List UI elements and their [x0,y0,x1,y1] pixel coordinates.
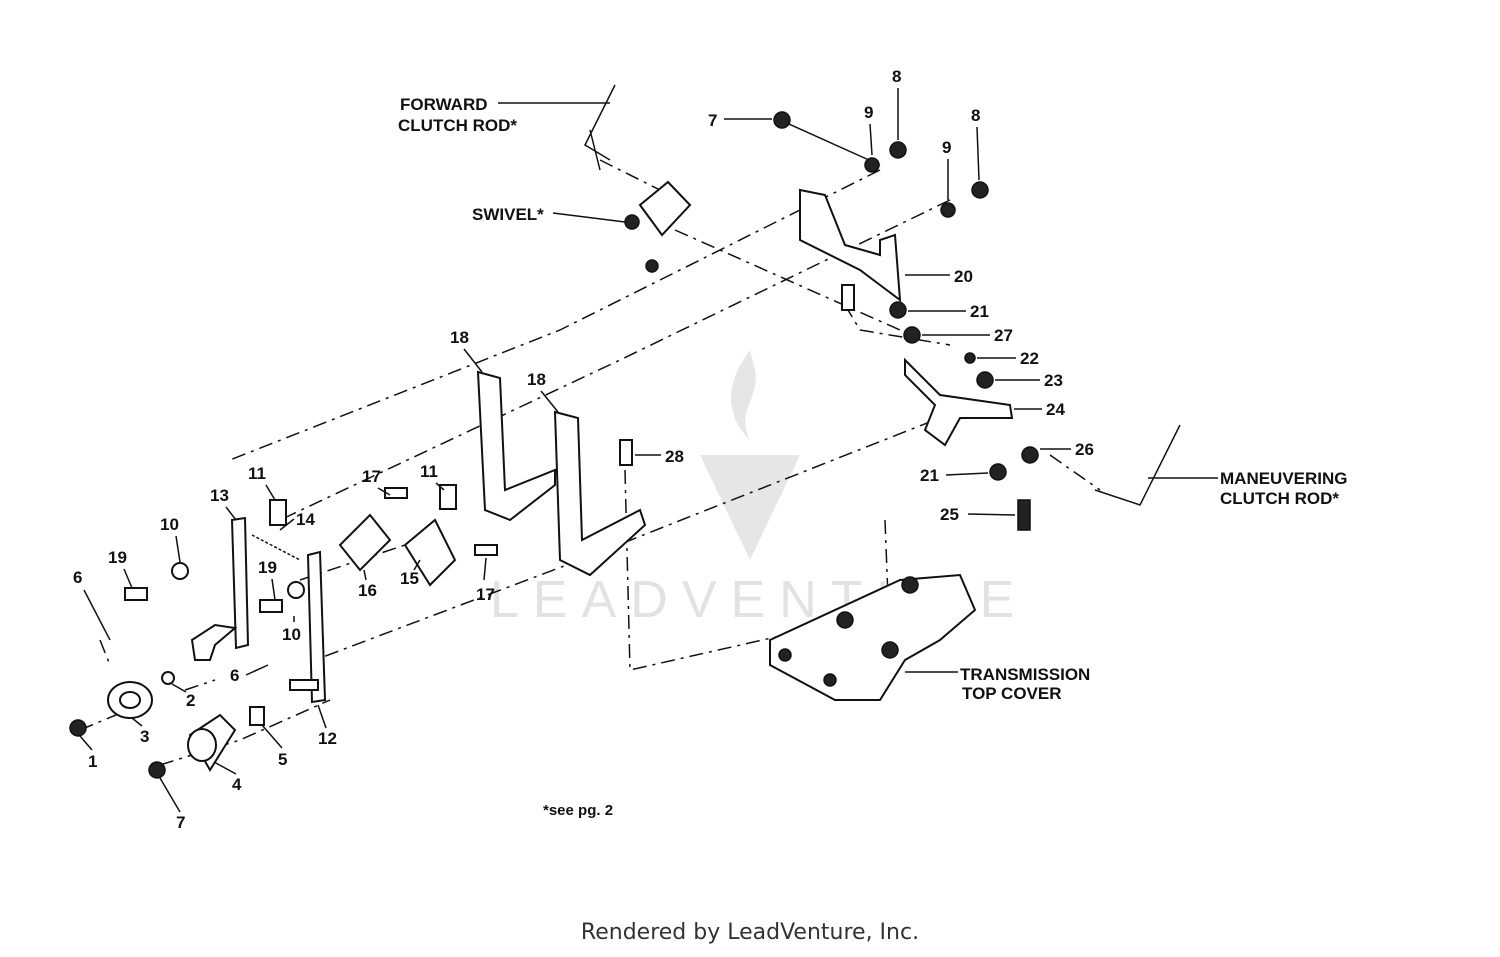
label-maneuvering-clutch-rod-1: MANEUVERING [1220,469,1348,488]
label-maneuvering-clutch-rod-2: CLUTCH ROD* [1220,489,1339,508]
bracket-18-left [476,370,556,522]
callout-25: 25 [940,505,959,524]
callouts: 7 8 9 8 9 20 21 27 22 23 24 26 21 25 28 … [73,67,1094,832]
callout-6-left: 6 [73,568,82,587]
callout-28: 28 [665,447,684,466]
callout-15: 15 [400,569,419,588]
callout-8-a: 8 [892,67,901,86]
idler-bracket-12 [306,550,327,704]
lever-24 [904,357,1014,447]
roller-4 [187,713,237,772]
callout-18-left: 18 [450,328,469,347]
callout-4: 4 [232,775,242,794]
part-name-labels: FORWARD CLUTCH ROD* SWIVEL* MANEUVERING … [398,95,1348,819]
callout-11-left: 11 [248,464,266,483]
callout-10-mid: 10 [282,625,301,644]
idler-bracket-13 [190,516,250,661]
maneuvering-clutch-rod [1094,424,1181,506]
bracket-20 [799,188,902,303]
callout-11-right: 11 [420,462,438,481]
transmission-top-cover [769,573,977,701]
callout-19-mid: 19 [258,558,277,577]
callout-26: 26 [1075,440,1094,459]
callout-8-b: 8 [971,106,980,125]
flame-logo-icon [700,350,800,560]
swivel-part [624,180,692,273]
bolts-spacers [124,439,633,726]
callout-6-mid: 6 [230,666,239,685]
pulley-3 [107,681,153,719]
callout-19-left: 19 [108,548,127,567]
callout-21-top: 21 [970,302,989,321]
callout-14: 14 [296,510,315,529]
callout-21-bottom: 21 [920,466,939,485]
callout-18-right: 18 [527,370,546,389]
spring-14 [251,534,301,561]
see-page-note: *see pg. 2 [543,802,613,819]
nuts-washers-top [773,111,1039,531]
label-swivel: SWIVEL* [472,205,544,224]
label-transmission-top-cover-2: TOP COVER [962,684,1062,703]
callout-17-top: 17 [362,467,381,486]
bracket-18-right [553,410,647,577]
callout-23: 23 [1044,371,1063,390]
label-forward-clutch-rod-2: CLUTCH ROD* [398,116,517,135]
callout-13: 13 [210,486,229,505]
callout-9-b: 9 [942,138,951,157]
callout-7-bottom: 7 [176,813,185,832]
plates-15-16 [338,513,457,587]
nuts-bottom [69,719,166,779]
callout-12: 12 [318,729,337,748]
callout-1: 1 [88,752,97,771]
rendered-by-footer: Rendered by LeadVenture, Inc. [580,920,920,945]
label-transmission-top-cover-1: TRANSMISSION [960,665,1090,684]
forward-clutch-rod [584,84,616,171]
callout-27: 27 [994,326,1013,345]
callout-5: 5 [278,750,287,769]
callout-2: 2 [186,691,195,710]
callout-24: 24 [1046,400,1065,419]
callout-7-top: 7 [708,111,717,130]
callout-20: 20 [954,267,973,286]
callout-16: 16 [358,581,377,600]
callout-17-bottom: 17 [476,585,495,604]
callout-22: 22 [1020,349,1039,368]
callout-10-left: 10 [160,515,179,534]
label-forward-clutch-rod-1: FORWARD [400,95,488,114]
callout-9-a: 9 [864,103,873,122]
callout-3: 3 [140,727,149,746]
